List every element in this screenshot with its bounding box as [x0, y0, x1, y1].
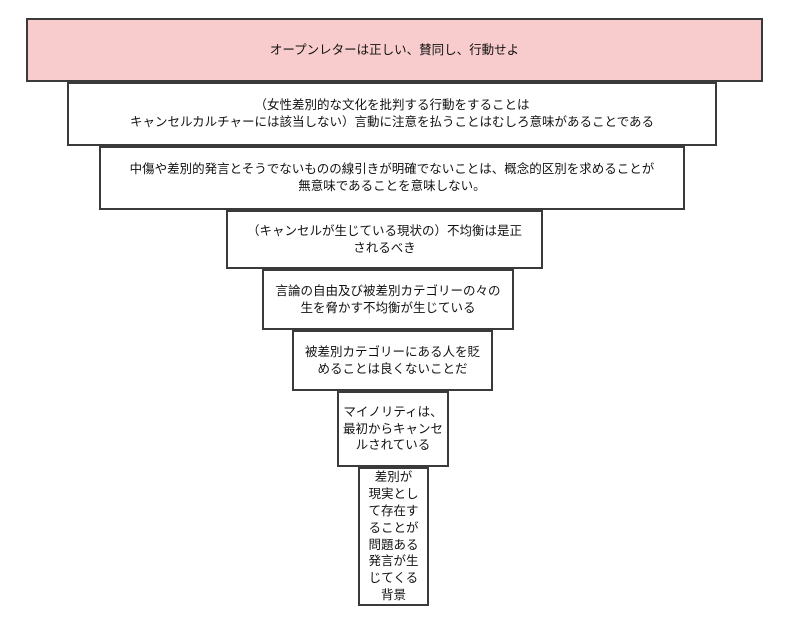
- pyramid-level-1: オープンレターは正しい、賛同し、行動せよ: [26, 18, 763, 82]
- pyramid-level-5: 言論の自由及び被差別カテゴリーの々の 生を脅かす不均衡が生じている: [262, 269, 514, 330]
- pyramid-level-7: マイノリティは、 最初からキャンセ ルされている: [337, 391, 449, 467]
- pyramid-level-4: （キャンセルが生じている現状の）不均衡は是正 されるべき: [226, 210, 543, 269]
- pyramid-level-6: 被差別カテゴリーにある人を貶 めることは良くないことだ: [292, 330, 493, 391]
- pyramid-level-2: （女性差別的な文化を批判する行動をすることは キャンセルカルチャーには該当しない…: [67, 82, 717, 146]
- pyramid-level-3: 中傷や差別的発言とそうでないものの線引きが明確でないことは、概念的区別を求めるこ…: [99, 146, 685, 210]
- pyramid-level-8: 差別が 現実とし て存在す ることが 問題ある 発言が生 じてくる 背景: [358, 467, 429, 606]
